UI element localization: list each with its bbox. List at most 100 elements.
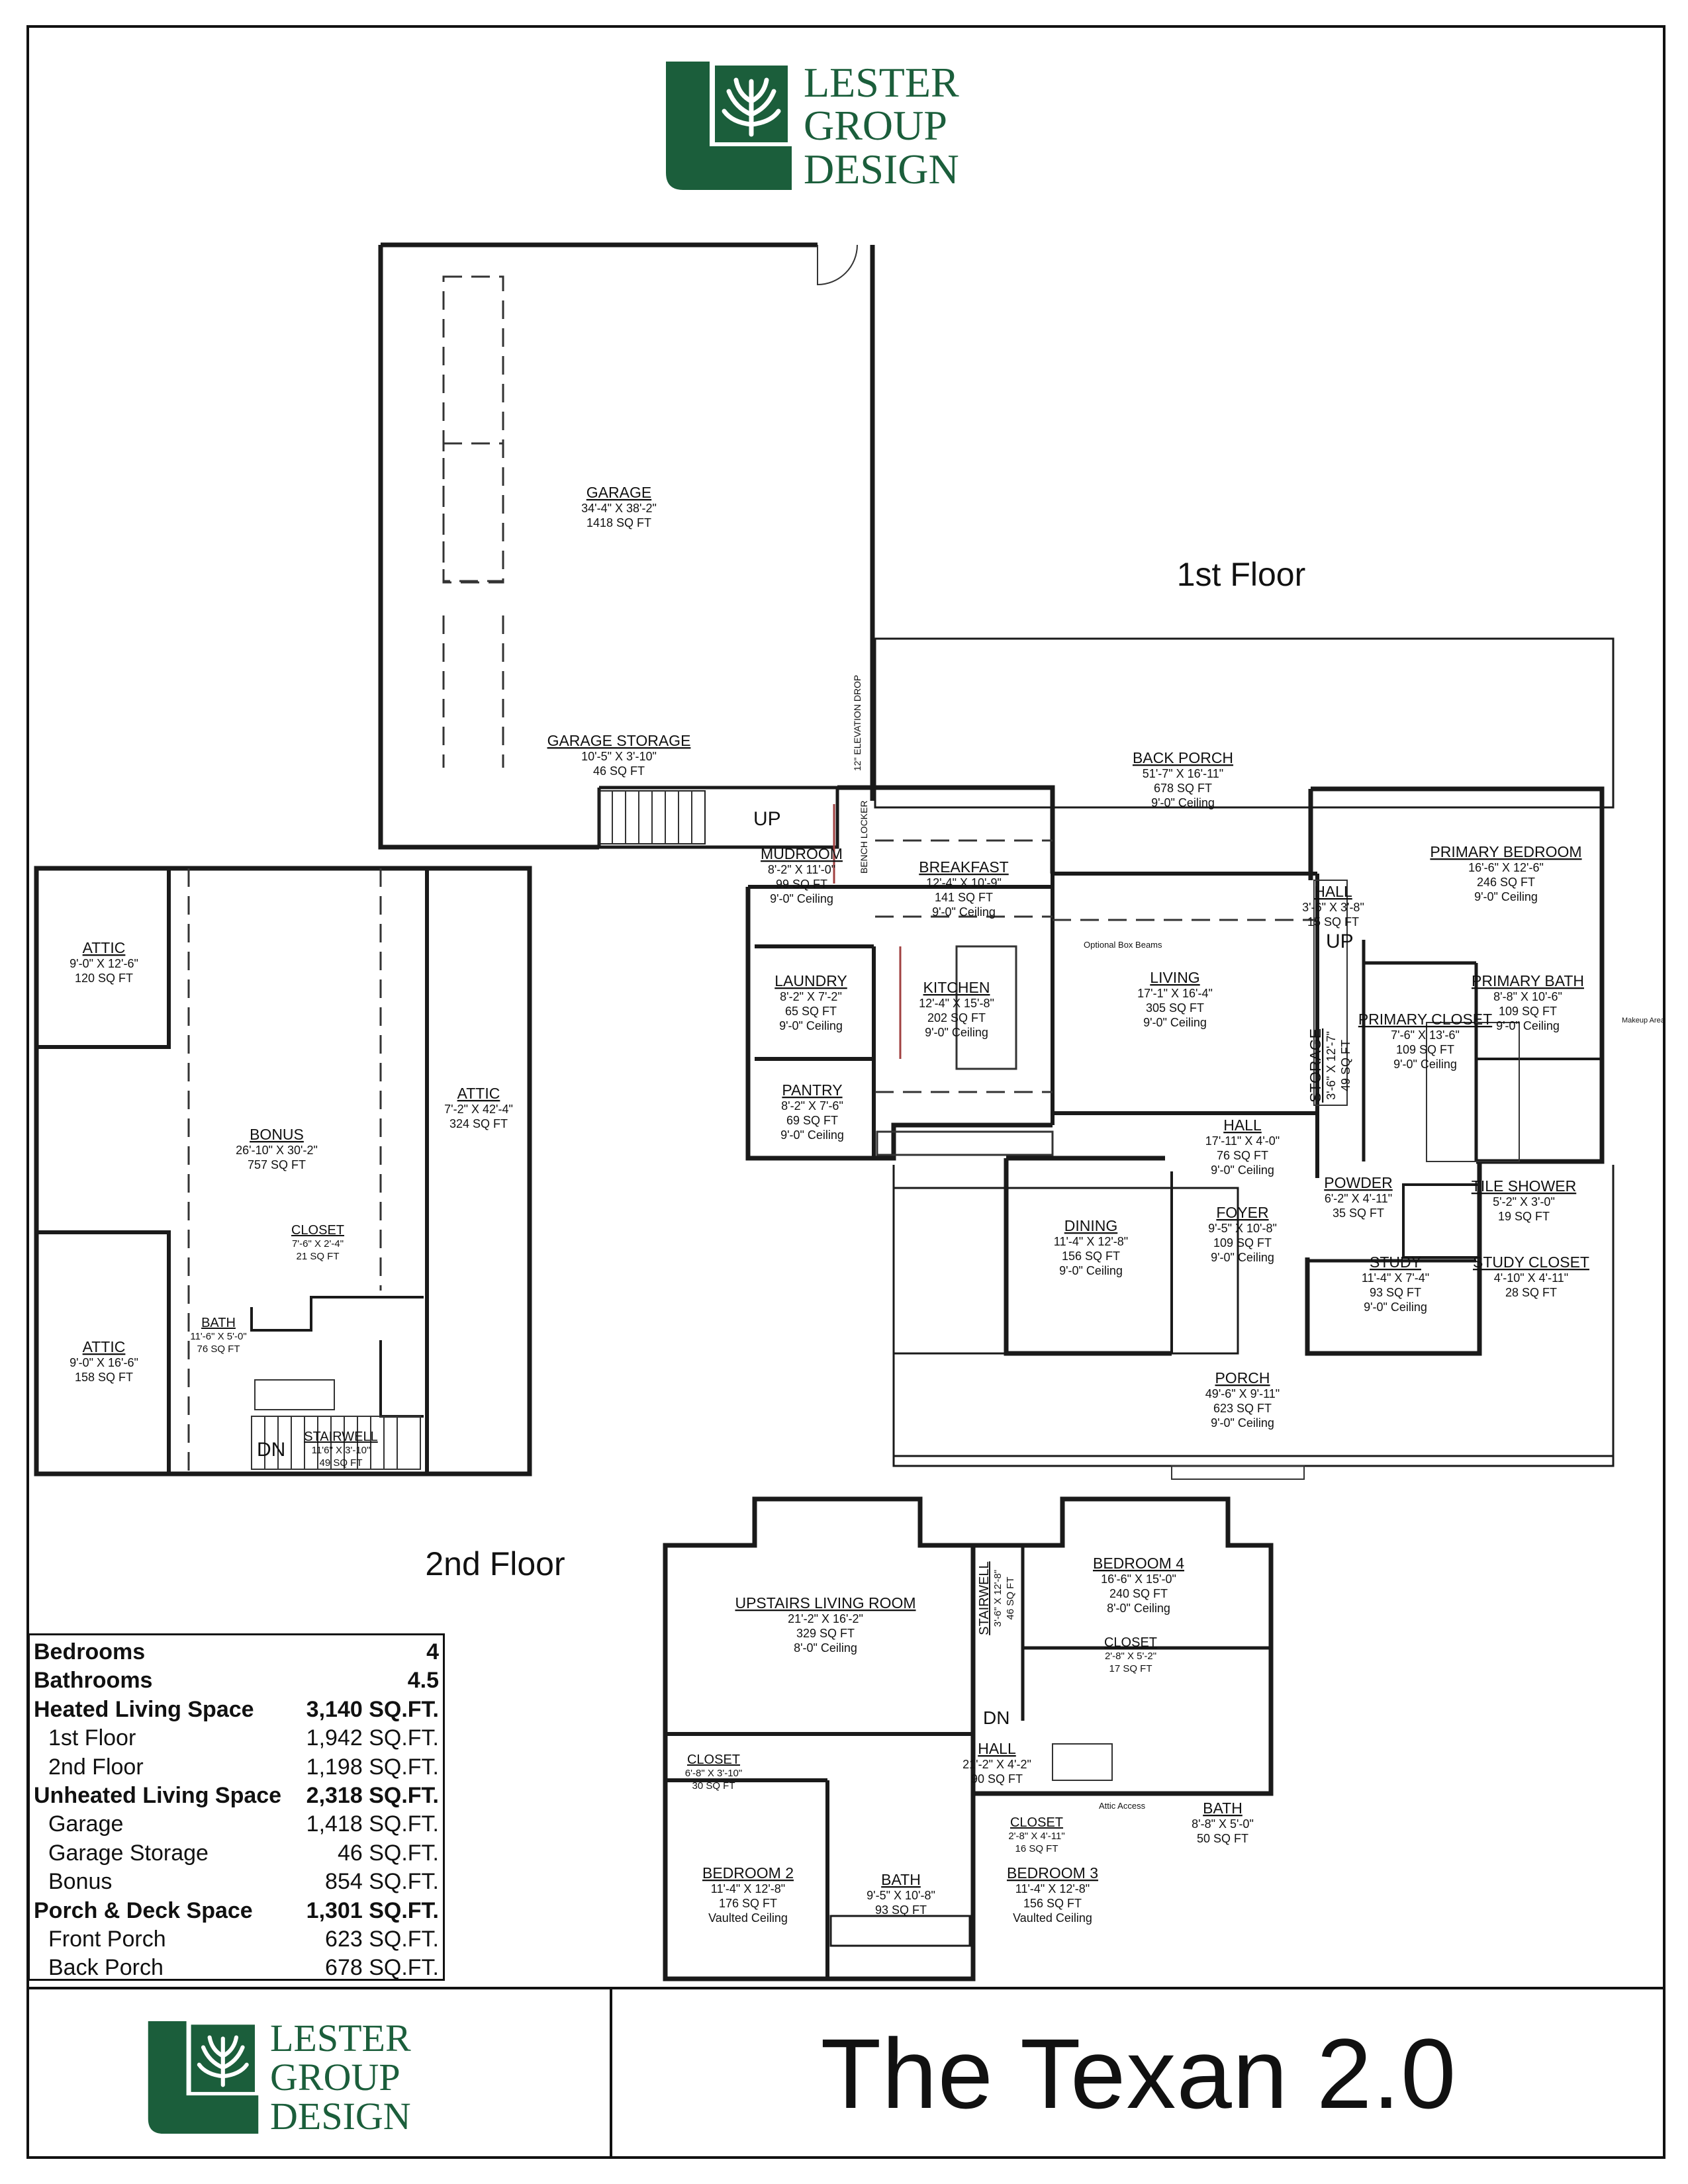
room-label: BEDROOM 211'-4" X 12'-8"176 SQ FTVaulted… [702,1864,794,1925]
stats-row: Back Porch 678 SQ.FT. [34,1954,439,1982]
stats-label: 1st Floor [48,1725,136,1751]
bonus-walls [34,866,532,1477]
room-area: 305 SQ FT [1146,1001,1204,1015]
room-dims: 9'-5" X 10'-8" [867,1889,935,1902]
room-ceiling: 9'-0" Ceiling [1151,796,1215,809]
title-block: The Texan 2.0 [612,1989,1665,2158]
room-dims: 11'-4" X 12'-8" [1015,1882,1090,1895]
stats-value: 2,318 SQ.FT. [306,1782,439,1808]
room-dims: 2'-8" X 4'-11" [1008,1831,1064,1842]
room-name: CLOSET [291,1223,344,1238]
logo-mark [666,61,792,190]
room-dims: 8'-8" X 10'-6" [1493,990,1562,1003]
room-area: 158 SQ FT [75,1371,133,1384]
room-dims: 3'-6" X 12'-8" [992,1570,1004,1627]
room-dims: 21'-2" X 16'-2" [788,1612,863,1625]
makeup-area-note: Makeup Area [1622,1017,1665,1024]
room-name: TILE SHOWER [1472,1177,1576,1195]
room-dims: 9'-5" X 10'-8" [1208,1222,1277,1235]
room-area: 678 SQ FT [1154,782,1212,795]
box-beams-dashed [875,839,1317,1093]
attic-access-note: Attic Access [1099,1801,1146,1811]
room-ceiling: 8'-0" Ceiling [794,1641,857,1655]
room-dims: 16'-6" X 12'-6" [1468,861,1544,874]
room-ceiling: 9'-0" Ceiling [1211,1251,1274,1264]
room-ceiling: 9'-0" Ceiling [932,905,996,919]
room-name: STORAGE [1307,1028,1324,1103]
room-area: 757 SQ FT [248,1158,306,1171]
room-area: 76 SQ FT [197,1343,240,1355]
room-name: BREAKFAST [919,858,1008,876]
room-area: 69 SQ FT [786,1114,838,1127]
room-name: BATH [201,1316,236,1330]
footer-logo-line-3: DESIGN [270,2095,411,2138]
room-area: 329 SQ FT [796,1627,855,1640]
kitchen-island [833,804,1054,1156]
room-dims: 34'-4" X 38'-2" [581,502,657,515]
logo-line-1: LESTER [804,59,959,106]
plan-annotations: Optional Box Beams Makeup Area Attic Acc… [257,675,1665,1811]
room-name: BACK PORCH [1133,749,1233,766]
room-area: 90 SQ FT [971,1772,1023,1786]
room-dims: 7'-6" X 13'-6" [1391,1028,1460,1042]
stats-label: Back Porch [48,1955,164,1981]
room-ceiling: Vaulted Ceiling [1013,1911,1092,1925]
room-dims: 17'-11" X 4'-0" [1205,1134,1280,1148]
room-label: BEDROOM 311'-4" X 12'-8"156 SQ FTVaulted… [1007,1864,1098,1925]
room-ceiling: 9'-0" Ceiling [925,1026,988,1039]
stats-label: Bonus [48,1869,113,1895]
stats-value: 46 SQ.FT. [337,1840,439,1866]
room-name: STAIRWELL [304,1430,378,1444]
bench-locker-note: BENCH LOCKER [859,801,869,874]
room-area: 46 SQ FT [1005,1576,1016,1619]
stats-value: 678 SQ.FT. [325,1955,439,1981]
room-name: GARAGE STORAGE [547,732,691,749]
room-dims: 10'-5" X 3'-10" [581,750,657,763]
room-dims: 4'-10" X 4'-11" [1494,1271,1568,1285]
room-name: CLOSET [1010,1815,1063,1830]
room-dims: 8'-2" X 7'-6" [781,1099,843,1113]
room-ceiling: 9'-0" Ceiling [1474,890,1538,903]
room-dims: 3'-6" X 12'-7" [1325,1031,1338,1100]
room-name: MUDROOM [761,845,843,862]
room-area: 93 SQ FT [875,1903,927,1917]
room-dims: 8'-8" X 5'-0" [1192,1817,1254,1831]
room-dims: 2'-8" X 5'-2" [1105,1651,1156,1662]
stats-label: Bathrooms [34,1668,153,1694]
room-dims: 12'-4" X 10'-9" [926,876,1002,889]
room-name: BATH [1203,1799,1243,1817]
room-dims: 9'-0" X 12'-6" [70,957,138,970]
room-name: PRIMARY BATH [1472,972,1584,989]
stats-label: Garage Storage [48,1840,209,1866]
room-name: BONUS [250,1126,304,1143]
room-ceiling: 9'-0" Ceiling [1211,1163,1274,1177]
room-ceiling: 9'-0" Ceiling [780,1128,844,1142]
room-name: CLOSET [1104,1635,1157,1650]
room-dims: 7'-6" X 2'-4" [292,1238,344,1250]
room-area: 16 SQ FT [1015,1843,1058,1854]
room-dims: 7'-2" X 42'-4" [444,1103,513,1116]
room-name: PRIMARY CLOSET [1358,1011,1492,1028]
